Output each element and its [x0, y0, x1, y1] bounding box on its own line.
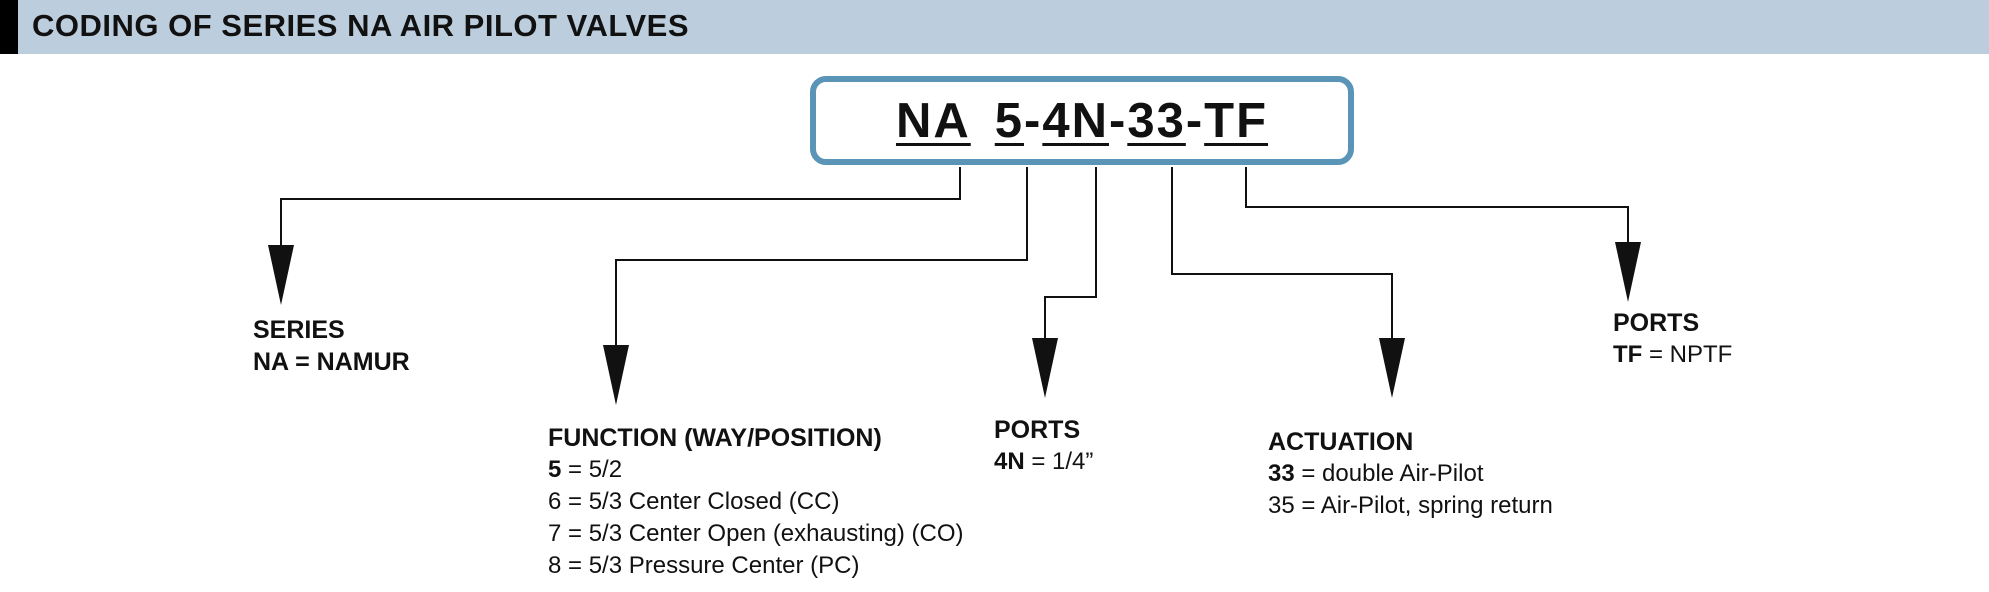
ports-thread-line: TF = NPTF: [1613, 341, 1733, 368]
model-code-box: NA 5 - 4N - 33 - TF: [810, 76, 1354, 165]
code-part-series: NA: [895, 93, 971, 148]
arrowhead-ports-thread: [1615, 242, 1641, 302]
function-line: 5 = 5/2: [548, 456, 623, 483]
ports-thread-block: PORTS TF = NPTF: [1613, 307, 1732, 371]
header-bar: CODING OF SERIES NA AIR PILOT VALVES: [0, 0, 1989, 54]
arrowhead-series: [268, 245, 294, 305]
code-separator: -: [1185, 93, 1205, 148]
function-title: FUNCTION (WAY/POSITION): [548, 424, 882, 452]
model-code: NA 5 - 4N - 33 - TF: [816, 82, 1348, 159]
code-separator: -: [1024, 93, 1043, 148]
function-line: 6 = 5/3 Center Closed (CC): [548, 488, 840, 515]
ports-size-title: PORTS: [994, 416, 1081, 444]
code-part-function: 5: [994, 93, 1025, 148]
arrowhead-ports-size: [1032, 338, 1058, 398]
page-title: CODING OF SERIES NA AIR PILOT VALVES: [32, 8, 689, 43]
actuation-title: ACTUATION: [1268, 428, 1414, 456]
series-block: SERIES NA = NAMUR: [253, 314, 410, 378]
series-line: NA = NAMUR: [253, 348, 410, 376]
connector-series: [280, 167, 961, 250]
arrowhead-actuation: [1379, 338, 1405, 398]
function-line: 8 = 5/3 Pressure Center (PC): [548, 552, 860, 579]
actuation-block: ACTUATION 33 = double Air-Pilot 35 = Air…: [1268, 426, 1553, 522]
code-part-ports-size: 4N: [1042, 93, 1109, 148]
ports-size-line: 4N = 1/4”: [994, 448, 1094, 475]
ports-thread-title: PORTS: [1613, 309, 1700, 337]
ports-size-block: PORTS 4N = 1/4”: [994, 414, 1093, 478]
code-separator: -: [1108, 93, 1128, 148]
code-part-actuation: 33: [1127, 93, 1186, 148]
connector-function: [615, 167, 1028, 350]
actuation-line: 35 = Air-Pilot, spring return: [1268, 492, 1553, 519]
code-part-ports-thread: TF: [1204, 93, 1269, 148]
connector-ports-size: [1044, 167, 1097, 343]
function-line: 7 = 5/3 Center Open (exhausting) (CO): [548, 520, 964, 547]
header-accent-mark: [0, 0, 18, 54]
arrowhead-function: [603, 345, 629, 405]
connector-actuation: [1171, 167, 1393, 343]
actuation-line: 33 = double Air-Pilot: [1268, 460, 1484, 487]
function-block: FUNCTION (WAY/POSITION) 5 = 5/2 6 = 5/3 …: [548, 422, 964, 582]
series-title: SERIES: [253, 316, 345, 344]
connector-ports-thread: [1245, 167, 1629, 247]
